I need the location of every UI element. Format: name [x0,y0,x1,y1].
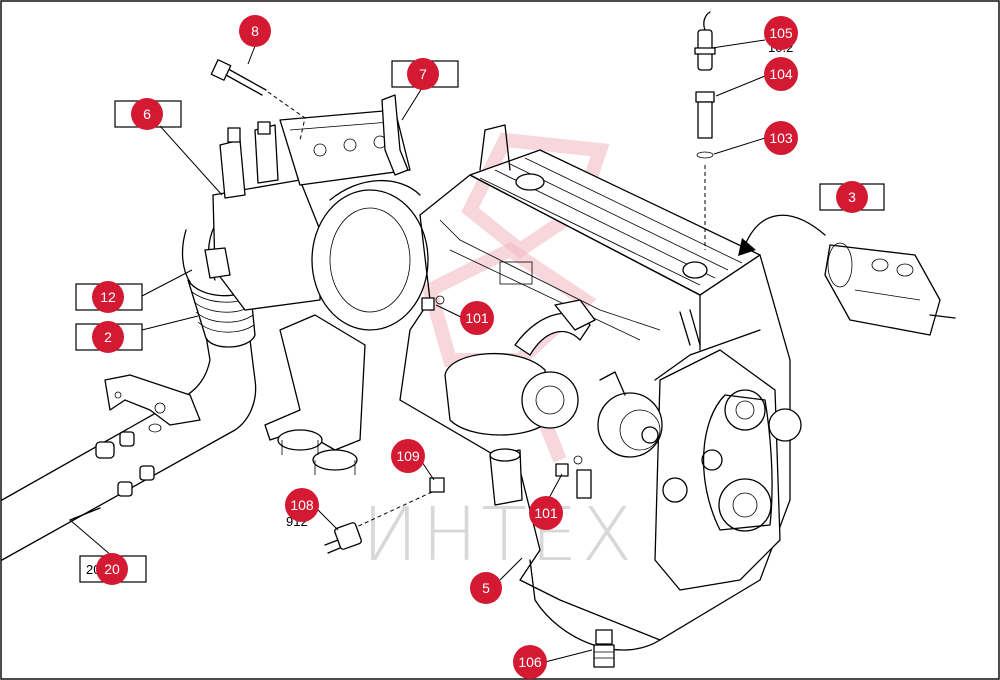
pipe-fittings [95,423,162,497]
fitting-109 [429,477,445,493]
svg-text:5: 5 [482,580,490,596]
sensor-stack [694,11,716,159]
engine-mount-front [264,314,366,475]
svg-text:6: 6 [143,106,151,122]
bracket-7 [381,94,409,176]
engine-block [399,124,802,651]
arrow-head [738,238,756,256]
bolt-8 [210,59,267,96]
sensor-101-bottom [555,455,592,499]
svg-text:20: 20 [104,561,120,577]
svg-text:12: 12 [100,289,116,305]
callout-108[interactable]: 108 [285,488,319,522]
svg-text:105: 105 [769,25,793,41]
drain-plug-106 [593,629,615,668]
svg-text:101: 101 [534,505,558,521]
turbo-housing [311,179,429,331]
svg-text:104: 104 [769,66,793,82]
callout-12[interactable]: 12 [92,281,124,313]
intake-manifold-assembly [204,109,411,311]
callout-20[interactable]: 20 [96,553,128,585]
callout-104[interactable]: 104 [764,57,798,91]
callout-8[interactable]: 8 [239,15,271,47]
svg-text:101: 101 [465,310,489,326]
callout-3[interactable]: 3 [836,181,868,213]
svg-text:3: 3 [848,189,856,205]
sensor-108 [324,522,362,554]
svg-text:8: 8 [251,23,259,39]
callout-106[interactable]: 106 [513,645,547,679]
mounting-bracket-left [104,374,201,426]
svg-text:108: 108 [290,497,314,513]
callout-103[interactable]: 103 [764,121,798,155]
callout-2[interactable]: 2 [92,321,124,353]
svg-text:106: 106 [518,654,542,670]
watermark-text: ИНТЕХ [362,492,636,578]
install-arrow [744,214,826,246]
callout-6[interactable]: 6 [131,98,163,130]
callout-5[interactable]: 5 [470,572,502,604]
svg-text:7: 7 [419,66,427,82]
hydraulic-pump [824,242,956,336]
svg-text:109: 109 [396,448,420,464]
callout-109[interactable]: 109 [391,439,425,473]
sensor-101-top [421,295,445,311]
turbocharger [444,299,596,506]
callout-101-top[interactable]: 101 [460,301,494,335]
svg-text:2: 2 [104,329,112,345]
callout-7[interactable]: 7 [407,58,439,90]
callout-101-bottom[interactable]: 101 [529,496,563,530]
svg-text:103: 103 [769,130,793,146]
callout-105[interactable]: 105 [764,16,798,50]
